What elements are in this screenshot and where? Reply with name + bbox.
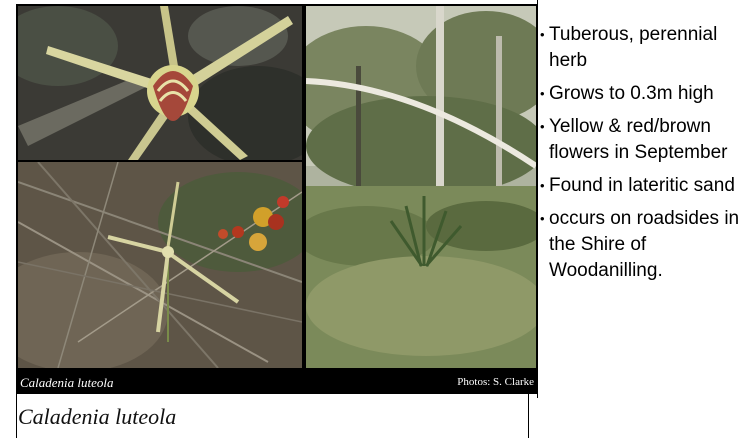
fact-item: Yellow & red/brown flowers in September (540, 114, 752, 166)
orchid-closeup-photo (18, 6, 302, 160)
species-facts-list: Tuberous, perennial herb Grows to 0.3m h… (540, 22, 752, 291)
species-caption: Caladenia luteola (20, 375, 114, 390)
woodland-habitat-photo (306, 6, 536, 368)
fact-item: Tuberous, perennial herb (540, 22, 752, 74)
fact-item: Found in lateritic sand (540, 173, 752, 199)
photo-collage: Caladenia luteola Photos: S. Clarke (16, 4, 538, 394)
orchid-in-habitat-photo (18, 162, 302, 368)
fact-item: Grows to 0.3m high (540, 81, 752, 107)
photo-caption-bar: Caladenia luteola Photos: S. Clarke (16, 370, 538, 394)
photo-credit: Photos: S. Clarke (457, 376, 534, 388)
fact-item: occurs on roadsides in the Shire of Wood… (540, 206, 752, 284)
photo-panel: Caladenia luteola Photos: S. Clarke (16, 0, 538, 398)
title-box (16, 394, 529, 438)
species-title: Caladenia luteola (18, 404, 177, 429)
